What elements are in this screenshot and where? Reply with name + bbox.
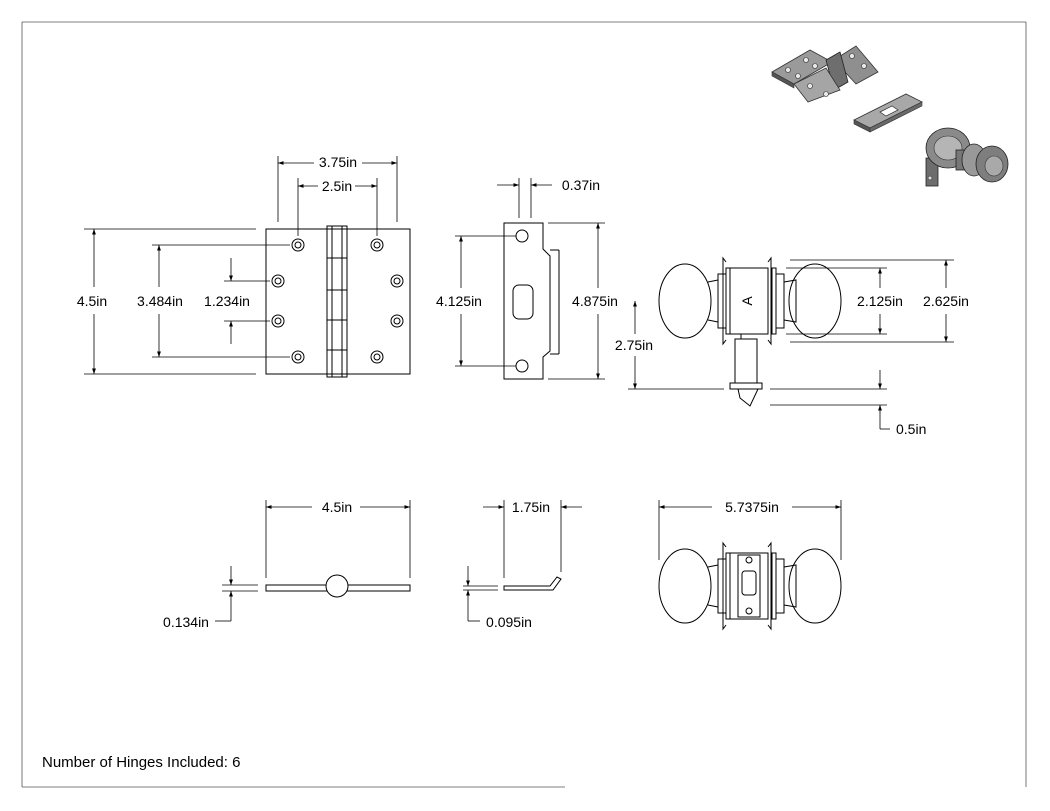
knob-dimension-lines <box>628 259 954 430</box>
knob-height-outer-label: 2.625in <box>923 293 969 309</box>
latch-mark-icon: A <box>739 296 755 306</box>
hinge-outer-hole-spacing-label: 3.484in <box>137 293 183 309</box>
hinge-dimension-lines <box>84 156 398 375</box>
strike-top-dimension-lines <box>463 500 582 622</box>
hinge-thickness-label: 0.134in <box>163 614 209 630</box>
sheet-border <box>21 21 1027 788</box>
hinge-inner-hole-spacing-label: 1.234in <box>204 293 250 309</box>
hinge-top-view <box>265 574 411 598</box>
backset-label: 2.75in <box>615 337 653 353</box>
strike-dimension-lines <box>455 178 605 380</box>
hinge-isometric-icon <box>771 45 879 103</box>
hinge-open-width-label: 4.5in <box>322 499 352 515</box>
hinge-front-view <box>265 225 411 378</box>
hinge-height-label: 4.5in <box>77 293 107 309</box>
strike-plate-isometric-icon <box>853 93 923 133</box>
strike-top-view <box>503 576 562 591</box>
knob-height-inner-label: 2.125in <box>857 293 903 309</box>
hinge-top-dimension-lines <box>215 500 411 622</box>
strike-hole-spacing-label: 4.125in <box>436 293 482 309</box>
knob-set-front-view <box>658 541 842 631</box>
hinge-width-label: 3.75in <box>319 154 357 170</box>
strike-tab-label: 0.37in <box>562 177 600 193</box>
hinge-hole-spacing-label: 2.5in <box>322 178 352 194</box>
strike-width-label: 1.75in <box>512 499 550 515</box>
knob-front-dimension-lines <box>658 500 842 560</box>
knob-set-side-view: A <box>658 256 842 407</box>
hinge-screw-holes <box>271 238 404 364</box>
strike-thickness-label: 0.095in <box>486 614 532 630</box>
knob-set-length-label: 5.7375in <box>725 499 779 515</box>
strike-plate-front-view <box>503 222 560 380</box>
hinge-count-note: Number of Hinges Included: 6 <box>42 754 241 771</box>
knob-set-isometric-icon <box>925 127 1009 187</box>
latch-throw-label: 0.5in <box>896 421 926 437</box>
strike-height-label: 4.875in <box>572 293 618 309</box>
